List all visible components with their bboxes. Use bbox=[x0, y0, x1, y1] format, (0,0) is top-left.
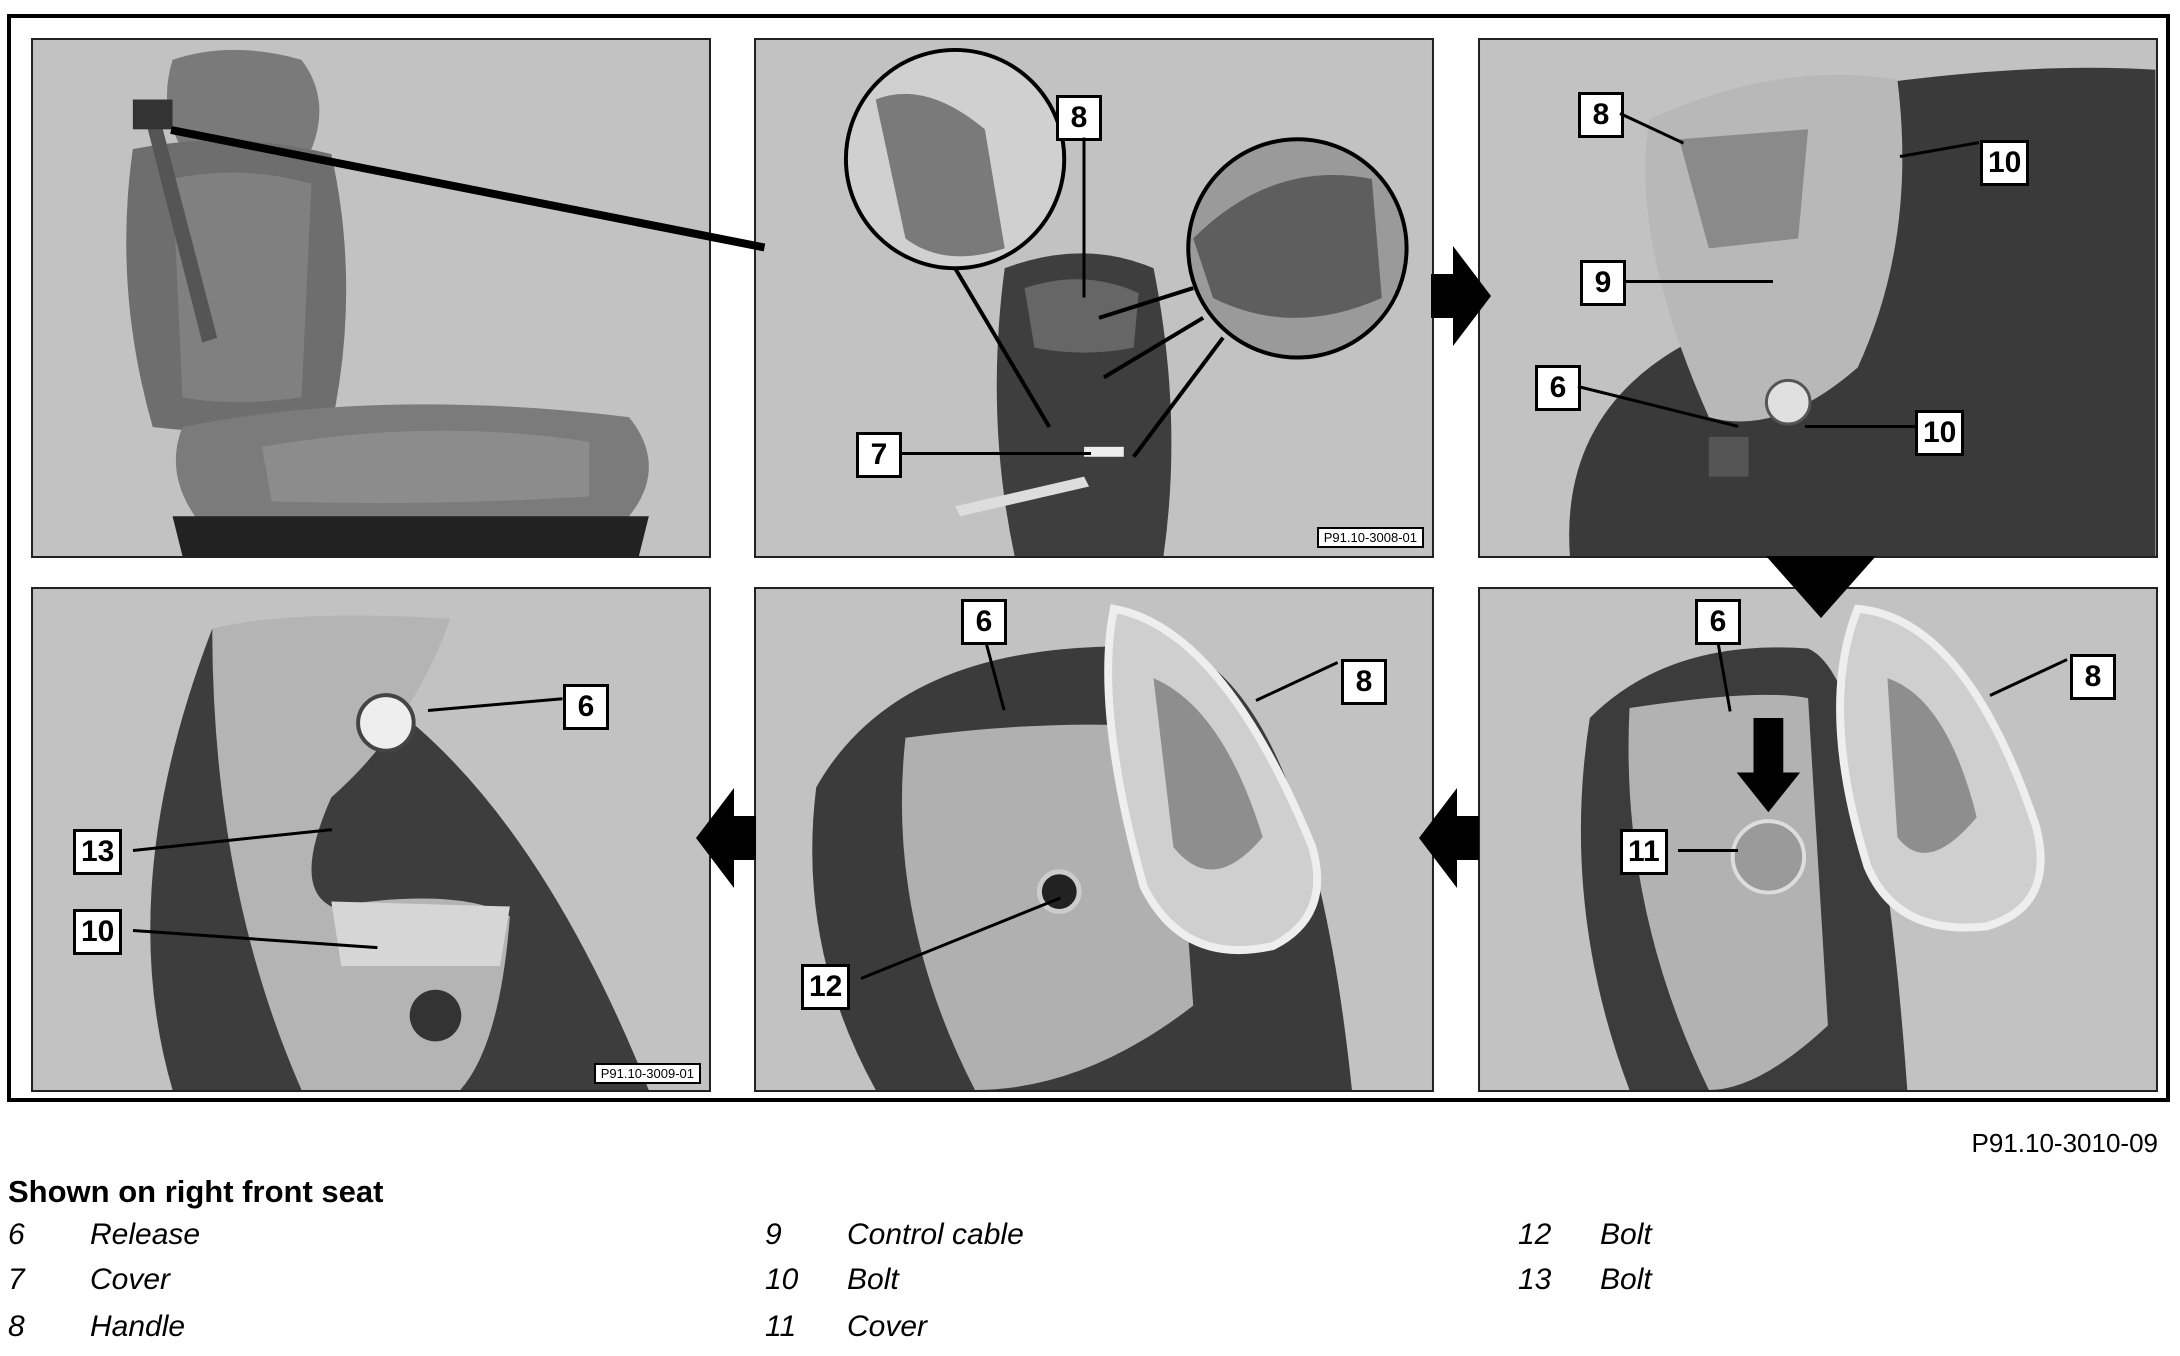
legend-num: 10 bbox=[765, 1263, 799, 1296]
panel-handle-mechanism: 8 10 9 6 10 bbox=[1478, 38, 2158, 558]
legend-num: 8 bbox=[8, 1310, 25, 1343]
legend-label: Handle bbox=[90, 1310, 186, 1343]
legend-label: Cover bbox=[847, 1310, 928, 1343]
callout-10: 10 bbox=[73, 909, 123, 955]
legend-label: Bolt bbox=[847, 1263, 899, 1296]
panel-cover-press: 6 8 11 bbox=[1478, 587, 2158, 1092]
callout-8: 8 bbox=[1341, 659, 1387, 705]
seat-illustration bbox=[33, 40, 709, 556]
legend-label: Control cable bbox=[847, 1218, 1024, 1251]
panel-bolt-view: 6 8 12 bbox=[754, 587, 1434, 1092]
callout-8: 8 bbox=[2070, 654, 2116, 700]
legend-num: 9 bbox=[765, 1218, 782, 1251]
callout-8: 8 bbox=[1056, 95, 1102, 141]
legend-num: 6 bbox=[8, 1218, 25, 1251]
arrow-left-icon bbox=[696, 788, 756, 888]
callout-6: 6 bbox=[563, 684, 609, 730]
callout-7: 7 bbox=[856, 432, 902, 478]
panel-release-view: 6 13 10 P91.10-3009-01 bbox=[31, 587, 711, 1092]
legend-num: 7 bbox=[8, 1263, 25, 1296]
arrow-left-icon bbox=[1419, 788, 1479, 888]
figure-id: P91.10-3008-01 bbox=[1316, 527, 1424, 548]
legend-label: Bolt bbox=[1600, 1218, 1652, 1251]
panel-seat bbox=[31, 38, 711, 558]
legend-label: Release bbox=[90, 1218, 201, 1251]
legend-num: 11 bbox=[765, 1310, 797, 1343]
legend-label: Bolt bbox=[1600, 1263, 1652, 1296]
leader-line bbox=[1678, 849, 1738, 852]
callout-8: 8 bbox=[1578, 92, 1624, 138]
cover-removal-illustration bbox=[756, 40, 1432, 556]
leader-line bbox=[1623, 280, 1773, 283]
callout-10: 10 bbox=[1980, 140, 2030, 186]
callout-6: 6 bbox=[1535, 365, 1581, 411]
legend-num: 13 bbox=[1518, 1263, 1552, 1296]
legend-label: Cover bbox=[90, 1263, 171, 1296]
leader-line bbox=[901, 452, 1091, 455]
panel-cover-removal: 8 7 P91.10-3008-01 bbox=[754, 38, 1434, 558]
caption: Shown on right front seat bbox=[8, 1174, 384, 1209]
callout-6: 6 bbox=[961, 599, 1007, 645]
figure-id: P91.10-3009-01 bbox=[593, 1063, 701, 1084]
leader-line bbox=[1082, 137, 1086, 298]
callout-13: 13 bbox=[73, 829, 123, 875]
arrow-down-icon bbox=[1766, 556, 1876, 618]
callout-9: 9 bbox=[1580, 260, 1626, 306]
callout-10: 10 bbox=[1915, 410, 1965, 456]
callout-12: 12 bbox=[801, 964, 851, 1010]
callout-6: 6 bbox=[1695, 599, 1741, 645]
leader-line bbox=[1805, 425, 1915, 428]
callout-11: 11 bbox=[1620, 829, 1668, 875]
arrow-right-icon bbox=[1431, 246, 1491, 346]
release-view-illustration bbox=[33, 589, 709, 1090]
cover-press-illustration bbox=[1480, 589, 2156, 1090]
bolt-view-illustration bbox=[756, 589, 1432, 1090]
legend-num: 12 bbox=[1518, 1218, 1552, 1251]
figure-code: P91.10-3010-09 bbox=[1971, 1128, 2158, 1158]
figure-frame: 8 7 P91.10-3008-01 8 10 9 6 10 bbox=[7, 14, 2170, 1102]
